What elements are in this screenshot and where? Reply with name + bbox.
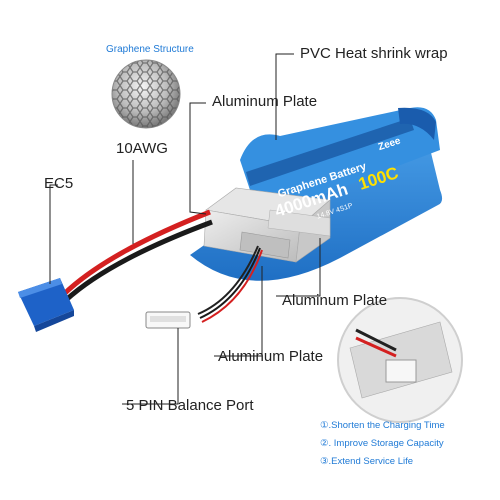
awg-label: 10AWG bbox=[116, 140, 168, 157]
graphene-ball-image bbox=[111, 59, 181, 129]
balance-lead bbox=[145, 245, 263, 329]
balance-port-label: 5 PIN Balance Port bbox=[126, 397, 254, 414]
aluminum-plate-bottom-label: Aluminum Plate bbox=[218, 348, 324, 365]
feature-item-1: ①.Shorten the Charging Time bbox=[320, 420, 445, 431]
callout-lines bbox=[49, 53, 321, 405]
aluminum-plate-top-label: Aluminum Plate bbox=[212, 93, 318, 110]
feature-item-3: ③.Extend Service Life bbox=[320, 456, 414, 467]
pvc-wrap-label: PVC Heat shrink wrap bbox=[300, 45, 448, 62]
aluminum-plate-right-label: Aluminum Plate bbox=[282, 292, 388, 309]
ec5-connector bbox=[18, 209, 213, 332]
inset-magnifier bbox=[337, 297, 463, 423]
graphene-structure-title: Graphene Structure bbox=[106, 44, 194, 55]
aluminum-block bbox=[203, 187, 331, 263]
feature-item-2: ②. Improve Storage Capacity bbox=[320, 438, 444, 449]
ec5-label: EC5 bbox=[44, 175, 74, 192]
